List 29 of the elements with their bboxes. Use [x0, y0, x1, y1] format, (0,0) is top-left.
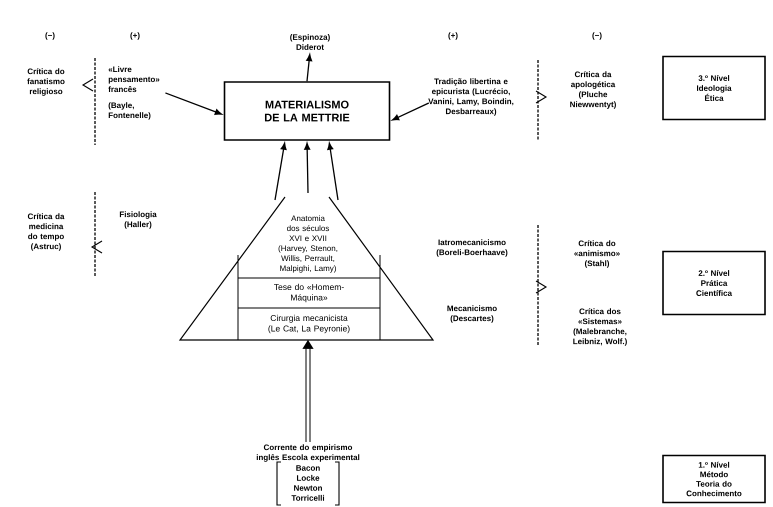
pyramid-layer: Tese do «Homem-Máquina» [238, 278, 380, 308]
arrow [306, 54, 312, 82]
level-box: 3.º Nível Ideologia Ética [662, 56, 766, 120]
sign-label: (+) [130, 32, 140, 40]
concept-text: Crítica da medicina do tempo (Astruc) [28, 213, 64, 251]
author-label: (Espinoza) Diderot [290, 34, 330, 50]
arrow [165, 92, 222, 115]
concept-text: Crítica do «animismo» (Stahl) [574, 240, 620, 268]
name-list: Bacon Locke Newton Torricelli [292, 465, 324, 501]
sign-label: (−) [592, 32, 602, 40]
concept-text: Iatromecanicismo (Boreli-Boerhaave) [436, 239, 508, 257]
concept-text: Crítica do fanatismo religioso [27, 68, 65, 96]
sign-label: (−) [45, 32, 55, 40]
level-box: 2.º Nível Prática Científica [662, 250, 766, 316]
pyramid-layer: Cirurgia mecanicista (Le Cat, La Peyronie) [238, 308, 380, 340]
concept-text: Mecanicismo (Descartes) [447, 305, 497, 323]
arrow [304, 142, 310, 193]
concept-text: Tradição libertina e epicurista (Lucrécio, Vanini, Lamy, Boindin, Desbarreaux) [428, 78, 514, 116]
arrow [327, 142, 339, 200]
level-box: 1.º Nível Método Teoria do Conhecimento [662, 454, 766, 504]
arrow [392, 102, 430, 121]
sign-label: (+) [448, 32, 458, 40]
source-text: Corrente do empirismo inglês Escola experimental [256, 444, 360, 462]
concept-box: MATERIALISMO DE LA METTRIE [224, 81, 390, 141]
concept-text: Crítica da apologética (Pluche Niewwentyt) [570, 71, 616, 109]
concept-text: «Livre pensamento» francês (Bayle, Fontenelle) [108, 66, 160, 120]
concept-text: Crítica dos «Sistemas» (Malebranche, Leibniz, Wolf.) [573, 308, 627, 346]
concept-text: Fisiologia (Haller) [120, 211, 157, 229]
arrow [274, 142, 287, 200]
